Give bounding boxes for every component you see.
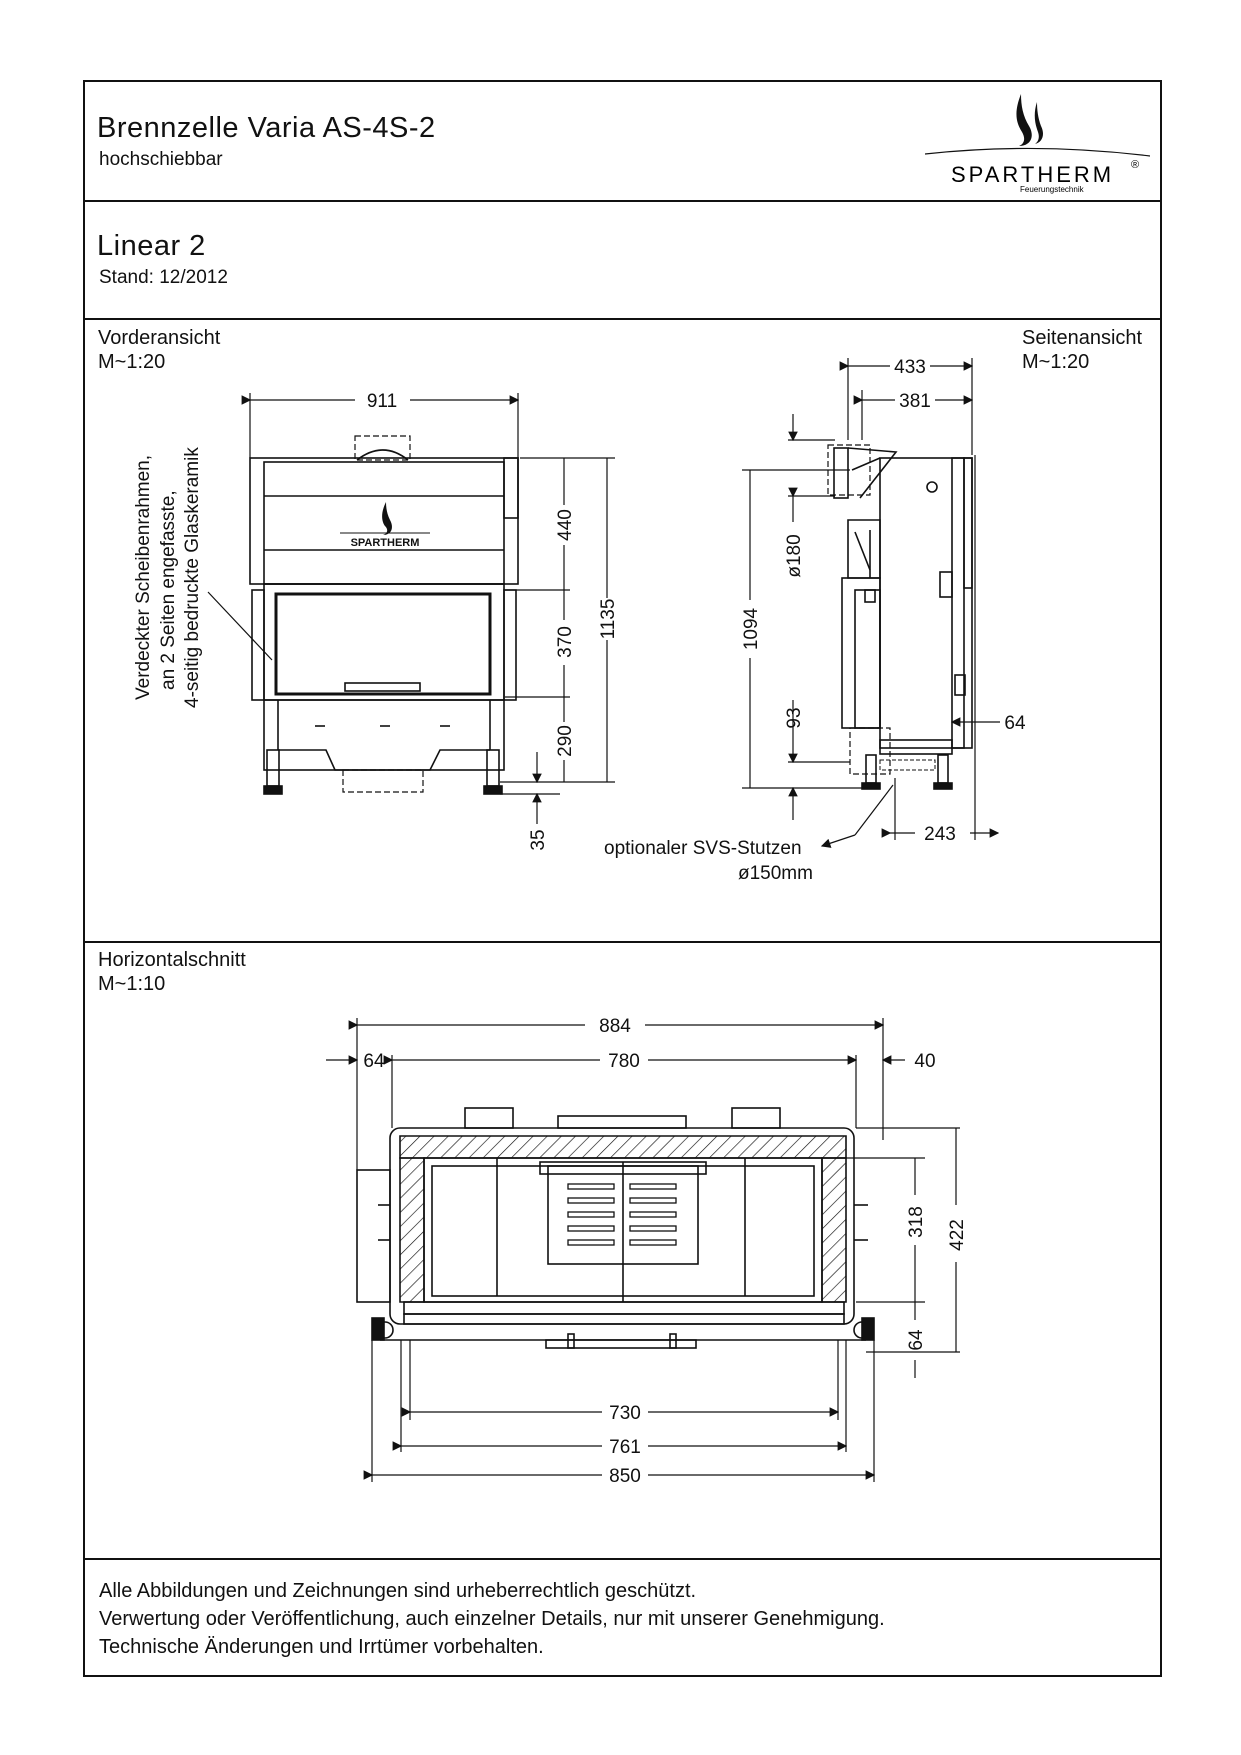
dim-front-290: 290	[555, 725, 576, 757]
dim-front-width: 911	[367, 391, 397, 412]
dim-front-1135: 1135	[598, 599, 619, 640]
dim-side-64: 64	[1004, 713, 1026, 734]
dim-h-884: 884	[599, 1016, 631, 1037]
front-view-drawing: SPARTHERM	[249, 435, 519, 795]
dim-front-35: 35	[528, 829, 549, 850]
side-view-scale: M~1:20	[1022, 351, 1090, 373]
dim-h-780: 780	[608, 1051, 640, 1072]
dim-h-40: 40	[914, 1051, 935, 1072]
dim-h-761: 761	[609, 1437, 641, 1458]
side-view-label: Seitenansicht	[1022, 327, 1143, 349]
revision-date: Stand: 12/2012	[99, 267, 228, 288]
horizontal-dimension-labels: 884 64 780 40 318 422 64 730 761 850	[363, 1016, 968, 1487]
copyright-notice: Alle Abbildungen und Zeichnungen sind ur…	[99, 1577, 1099, 1661]
divider-header	[85, 200, 1160, 202]
front-view-scale: M~1:20	[98, 351, 166, 373]
brand-name: SPARTHERM	[951, 162, 1114, 187]
dim-h-64-left: 64	[363, 1051, 385, 1072]
flame-icon	[1016, 94, 1032, 146]
front-dimension-labels: 911 440 370 290 1135 35	[367, 391, 619, 851]
brand-reg: ®	[1131, 159, 1139, 171]
divider-model	[85, 318, 1160, 320]
dim-side-1094: 1094	[741, 607, 762, 650]
svs-size: ø150mm	[738, 863, 813, 884]
front-logo-text: SPARTHERM	[351, 537, 420, 549]
horizontal-dimensions	[326, 1018, 960, 1482]
callout-line-2: an 2 Seiten engefasste,	[158, 490, 179, 690]
side-dimension-labels: 433 381 ø180 1094 93 64 243	[741, 357, 1026, 845]
callout-line-3: 4-seitig bedruckte Glaskeramik	[182, 447, 203, 708]
horizontal-section-drawing	[356, 1107, 875, 1349]
dim-side-flue: ø180	[784, 534, 805, 577]
front-callout-text: Verdeckter Scheibenrahmen, an 2 Seiten e…	[133, 447, 203, 708]
dim-side-93: 93	[784, 707, 805, 728]
svs-label: optionaler SVS-Stutzen	[604, 838, 802, 859]
dim-side-433: 433	[894, 357, 926, 378]
page-title: Brennzelle Varia AS-4S-2	[97, 112, 436, 144]
page-subtitle: hochschiebbar	[99, 149, 223, 170]
dim-side-381: 381	[899, 391, 931, 412]
front-view-label: Vorderansicht	[98, 327, 221, 349]
dim-front-440: 440	[555, 509, 576, 541]
divider-footer	[85, 1558, 1160, 1560]
side-dimensions	[742, 358, 1000, 848]
dim-h-422: 422	[947, 1219, 968, 1251]
dim-front-370: 370	[555, 626, 576, 658]
horizontal-section-label: Horizontalschnitt	[98, 949, 246, 971]
brand-tagline: Feuerungstechnik	[1020, 185, 1085, 194]
drawing-sheet	[83, 80, 1162, 1677]
dim-side-243: 243	[924, 824, 956, 845]
brand-logo: SPARTHERM ® Feuerungstechnik	[925, 94, 1150, 194]
dim-h-730: 730	[609, 1403, 641, 1424]
dim-h-318: 318	[906, 1206, 927, 1238]
front-dimensions	[241, 393, 615, 824]
callout-line-1: Verdeckter Scheibenrahmen,	[133, 455, 154, 700]
horizontal-section-scale: M~1:10	[98, 973, 166, 995]
footer-line-1: Alle Abbildungen und Zeichnungen sind ur…	[99, 1580, 697, 1602]
side-view-drawing	[827, 444, 973, 790]
flame-icon-small	[1034, 102, 1043, 144]
svs-callout: optionaler SVS-Stutzen ø150mm	[604, 838, 813, 884]
footer-line-2: Verwertung oder Veröffentlichung, auch e…	[99, 1608, 885, 1630]
footer-line-3: Technische Änderungen und Irrtümer vorbe…	[99, 1636, 544, 1658]
dim-h-64-front: 64	[906, 1329, 927, 1351]
divider-views	[85, 941, 1160, 943]
front-callout	[207, 591, 273, 661]
front-logo: SPARTHERM	[340, 502, 430, 549]
model-name: Linear 2	[97, 230, 206, 262]
dim-h-850: 850	[609, 1466, 641, 1487]
